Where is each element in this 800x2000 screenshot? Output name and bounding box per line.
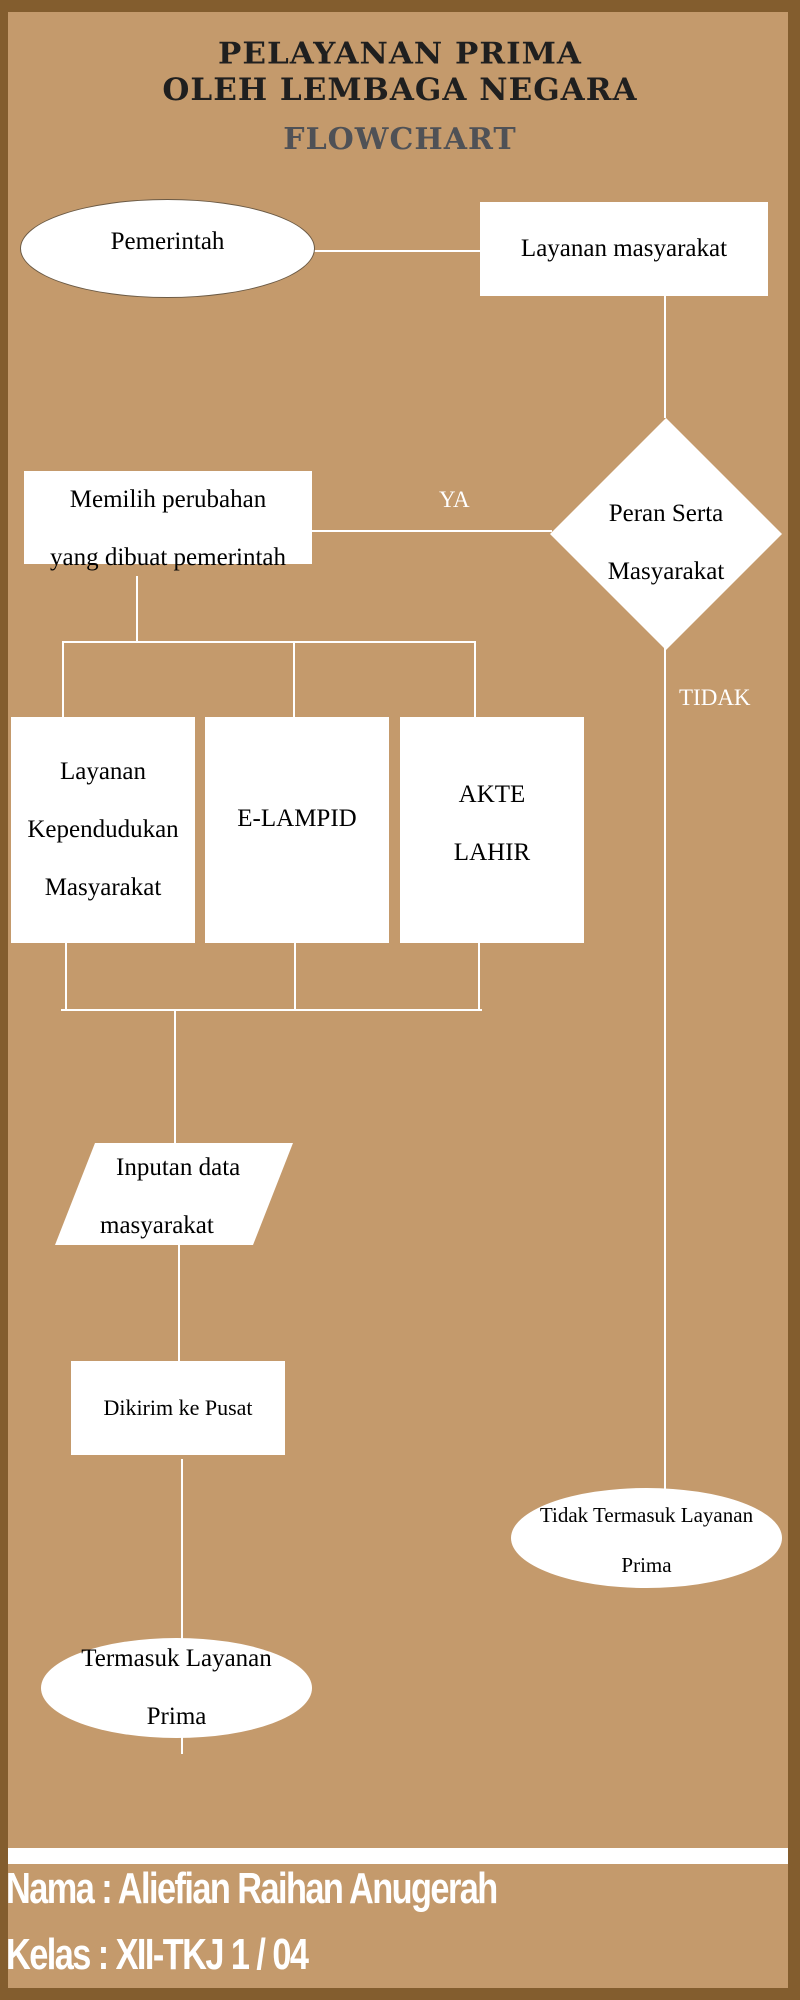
node-layanan-masyarakat: Layanan masyarakat: [480, 202, 768, 296]
node-pemerintah-label: Pemerintah: [110, 228, 225, 255]
node-termasuk-line1: Termasuk Layanan: [81, 1645, 272, 1672]
subtitle-flowchart: FLOWCHART: [283, 122, 517, 157]
connector-box1-down: [65, 943, 67, 1010]
node-akte-line2: LAHIR: [453, 839, 531, 866]
node-tidak-termasuk-line2: Prima: [621, 1553, 672, 1577]
connector-top-bus: [62, 641, 476, 643]
connector-layanan-diamond: [664, 296, 666, 418]
node-dikirim-label: Dikirim ke Pusat: [103, 1395, 253, 1420]
node-termasuk-layanan-prima: Termasuk Layanan Prima: [41, 1638, 312, 1738]
node-memilih-perubahan-text: Memilih perubahan yang dibuat pemerintah: [24, 471, 312, 587]
node-pemerintah: Pemerintah: [20, 199, 315, 298]
connector-dikirim-to-termasuk: [181, 1459, 183, 1639]
connector-diamond-memilih: [312, 530, 552, 532]
connector-bus-to-box1: [62, 641, 64, 717]
title-line-2: OLEH LEMBAGA NEGARA: [162, 72, 638, 108]
node-memilih-perubahan: [24, 471, 312, 564]
edge-label-tidak: TIDAK: [679, 685, 751, 710]
node-dikirim-ke-pusat: Dikirim ke Pusat: [71, 1361, 285, 1455]
connector-box2-down: [294, 943, 296, 1010]
edge-label-ya: YA: [439, 487, 470, 512]
node-memilih-line1: Memilih perubahan: [69, 486, 267, 513]
node-memilih-line2: yang dibuat pemerintah: [49, 544, 287, 571]
connector-termasuk-tail: [181, 1736, 183, 1754]
node-peran-serta-line2: Masyarakat: [607, 558, 725, 585]
node-inputan-data-parallelogram: [55, 1143, 293, 1245]
footer-class: Kelas : XII-TKJ 1 / 04: [6, 1930, 309, 1979]
connector-diamond-tidak: [664, 648, 666, 1489]
node-layanan-masyarakat-label: Layanan masyarakat: [520, 235, 728, 262]
footer-divider: [8, 1848, 788, 1864]
footer-name: Nama : Aliefian Raihan Anugerah: [6, 1864, 498, 1913]
node-akte-line1: AKTE: [458, 781, 526, 808]
node-peran-serta-text: Peran Serta Masyarakat: [560, 485, 772, 601]
connector-bus-to-box3: [474, 641, 476, 717]
connector-box3-down: [478, 943, 480, 1010]
node-e-lampid-label: E-LAMPID: [237, 805, 357, 832]
node-peran-serta-diamond: [550, 418, 782, 650]
connector-bottom-bus: [61, 1009, 482, 1011]
node-inputan-data-text: Inputan data masyarakat: [55, 1139, 293, 1255]
node-layanan-kependudukan: Layanan Kependudukan Masyarakat: [11, 717, 195, 943]
connector-memilih-down: [136, 576, 138, 642]
connector-input-to-dikirim: [178, 1245, 180, 1361]
node-e-lampid: E-LAMPID: [205, 717, 389, 943]
node-tidak-termasuk-line1: Tidak Termasuk Layanan: [539, 1503, 754, 1527]
node-kependudukan-line1: Layanan: [59, 758, 147, 785]
node-kependudukan-line3: Masyarakat: [44, 874, 162, 901]
node-akte-lahir: AKTE LAHIR: [400, 717, 584, 943]
node-termasuk-line2: Prima: [146, 1703, 207, 1730]
connector-bus-to-box2: [293, 641, 295, 717]
node-peran-serta-line1: Peran Serta: [608, 500, 724, 527]
node-inputan-line1: Inputan data: [116, 1154, 241, 1181]
connector-bus-to-input: [174, 1010, 176, 1144]
title-line-1: PELAYANAN PRIMA: [218, 36, 582, 72]
node-tidak-termasuk-layanan-prima: Tidak Termasuk Layanan Prima: [511, 1488, 782, 1588]
node-kependudukan-line2: Kependudukan: [27, 816, 179, 843]
connector-pemerintah-layanan: [314, 250, 480, 252]
node-inputan-line2: masyarakat: [100, 1212, 214, 1239]
